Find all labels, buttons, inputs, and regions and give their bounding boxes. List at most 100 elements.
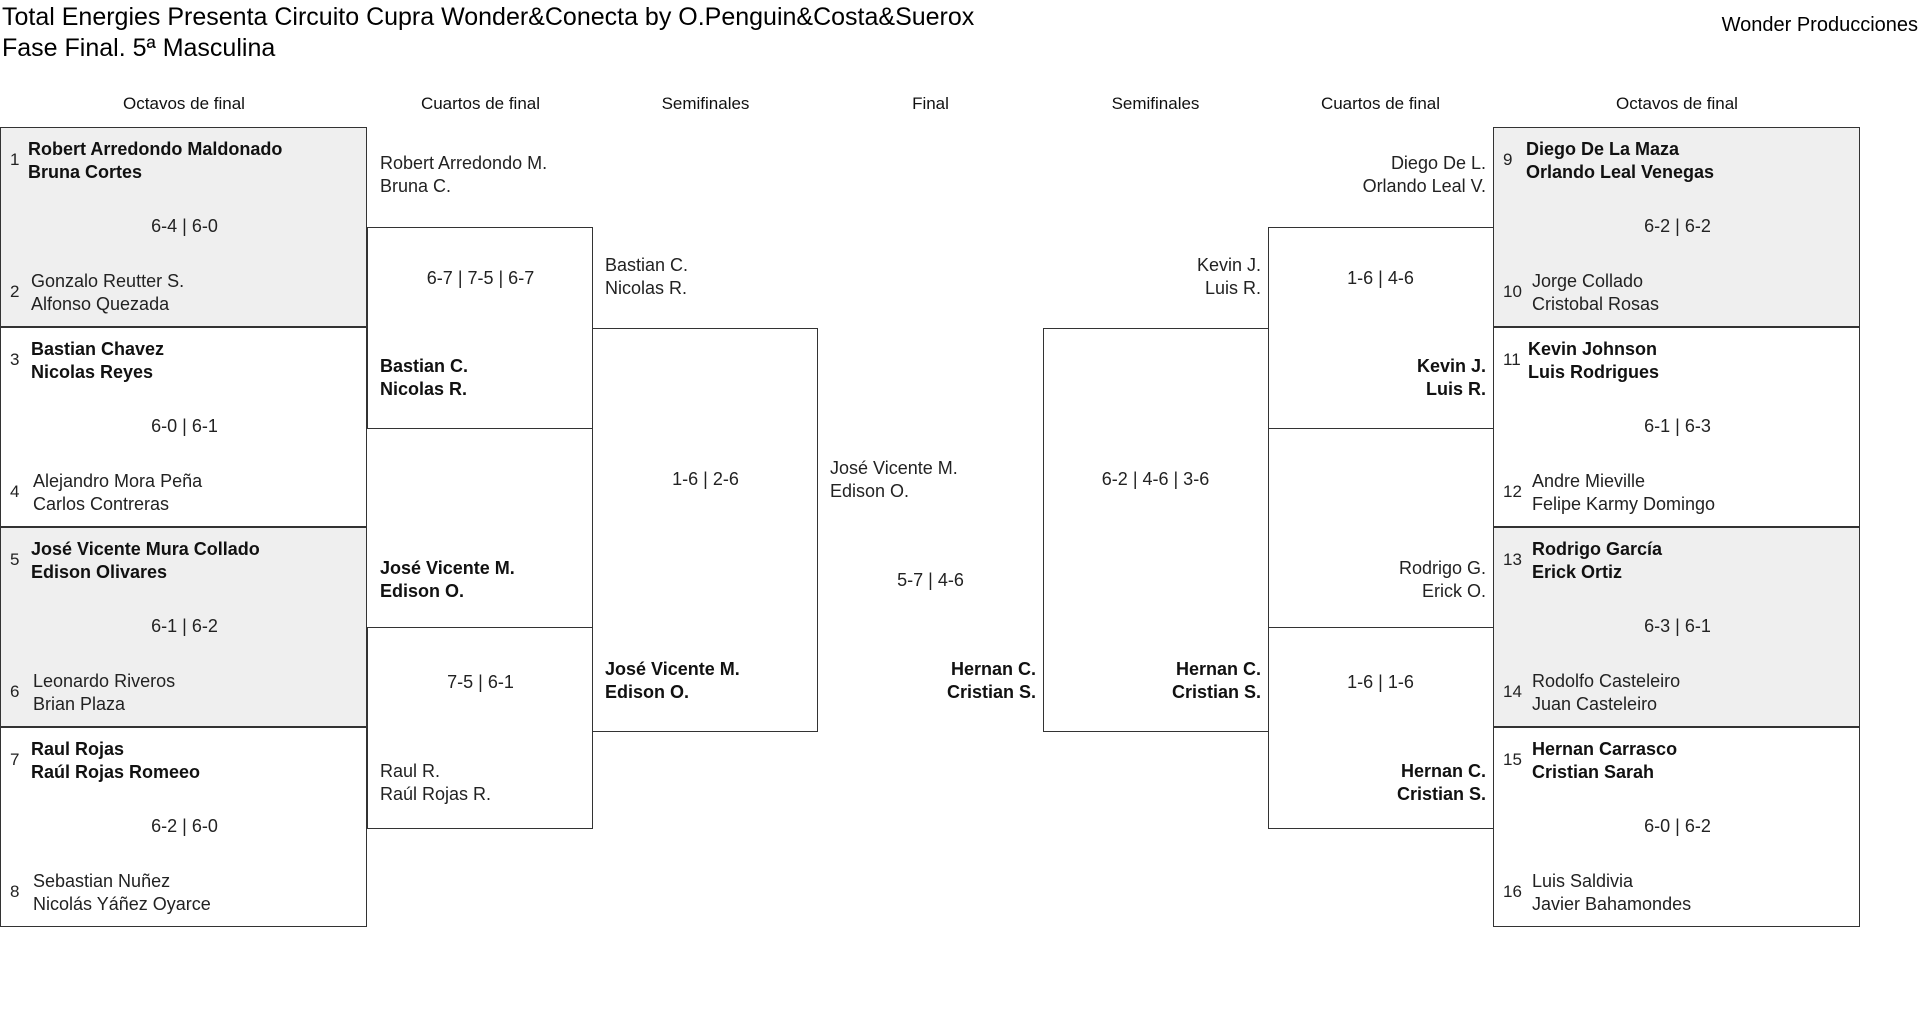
player-name: Rodrigo García bbox=[1532, 539, 1663, 559]
player-name: Alejandro Mora Peña bbox=[33, 471, 203, 491]
player-name: Juan Casteleiro bbox=[1532, 694, 1658, 714]
match-score: 6-7 | 7-5 | 6-7 bbox=[426, 268, 535, 288]
col-header-semis-right: Semifinales bbox=[1111, 94, 1200, 113]
seed-number: 2 bbox=[10, 282, 20, 301]
seed-number: 4 bbox=[10, 482, 20, 501]
player-name: Luis R. bbox=[1204, 278, 1261, 298]
player-name: José Vicente M. bbox=[380, 558, 515, 578]
player-name: Cristobal Rosas bbox=[1532, 294, 1660, 314]
col-header-semis-left: Semifinales bbox=[661, 94, 750, 113]
player-name: Raúl Rojas R. bbox=[380, 784, 492, 804]
seed-number: 11 bbox=[1503, 350, 1521, 369]
player-name: Edison Olivares bbox=[31, 562, 168, 582]
title-line-1: Total Energies Presenta Circuito Cupra W… bbox=[2, 3, 975, 31]
player-name: Bastian C. bbox=[605, 255, 689, 275]
col-header-cuartos-right: Cuartos de final bbox=[1320, 94, 1441, 113]
player-name: Nicolas R. bbox=[380, 379, 468, 399]
player-name: Nicolás Yáñez Oyarce bbox=[33, 894, 211, 914]
player-name: Cristian Sarah bbox=[1532, 762, 1655, 782]
player-name: Orlando Leal Venegas bbox=[1526, 162, 1715, 182]
player-name: Nicolas R. bbox=[605, 278, 688, 298]
player-name: Jorge Collado bbox=[1532, 271, 1644, 291]
player-name: Bruna C. bbox=[380, 176, 452, 196]
match-score: 6-2 | 6-0 bbox=[151, 816, 218, 836]
match-score: 6-0 | 6-2 bbox=[1644, 816, 1711, 836]
match-r16-right-1: 9 Diego De La Maza Orlando Leal Venegas … bbox=[1493, 127, 1860, 327]
match-score: 6-1 | 6-3 bbox=[1644, 416, 1711, 436]
player-name: Erick O. bbox=[1421, 581, 1486, 601]
seed-number: 16 bbox=[1503, 882, 1522, 901]
seed-number: 1 bbox=[10, 150, 20, 169]
player-name: Luis R. bbox=[1425, 379, 1486, 399]
player-name: Robert Arredondo M. bbox=[380, 153, 548, 173]
player-name: Sebastian Nuñez bbox=[33, 871, 171, 891]
seed-number: 7 bbox=[10, 750, 20, 769]
player-name: Bastian Chavez bbox=[31, 339, 165, 359]
match-r16-right-4: 15 Hernan Carrasco Cristian Sarah 6-0 | … bbox=[1493, 727, 1860, 927]
player-name: Raul Rojas bbox=[31, 739, 125, 759]
player-name: Cristian S. bbox=[1396, 784, 1486, 804]
match-score: 6-3 | 6-1 bbox=[1644, 616, 1711, 636]
player-name: Bruna Cortes bbox=[28, 162, 143, 182]
player-name: Rodolfo Casteleiro bbox=[1532, 671, 1681, 691]
match-score: 6-2 | 4-6 | 3-6 bbox=[1101, 469, 1210, 489]
player-name: Diego De L. bbox=[1390, 153, 1486, 173]
match-r16-left-3: 5 José Vicente Mura Collado Edison Oliva… bbox=[0, 527, 367, 727]
player-name: Carlos Contreras bbox=[33, 494, 170, 514]
player-name: Nicolas Reyes bbox=[31, 362, 154, 382]
organizer-label: Wonder Producciones bbox=[1721, 14, 1918, 36]
player-name: Kevin J. bbox=[1416, 356, 1486, 376]
page-title: Total Energies Presenta Circuito Cupra W… bbox=[2, 2, 974, 64]
col-header-final: Final bbox=[912, 94, 949, 113]
seed-number: 8 bbox=[10, 882, 20, 901]
player-name: Diego De La Maza bbox=[1526, 139, 1680, 159]
player-name: Hernan Carrasco bbox=[1532, 739, 1678, 759]
player-name: José Vicente M. bbox=[605, 659, 740, 679]
seed-number: 15 bbox=[1503, 750, 1522, 769]
player-name: Leonardo Riveros bbox=[33, 671, 176, 691]
player-name: Erick Ortiz bbox=[1532, 562, 1623, 582]
seed-number: 5 bbox=[10, 550, 20, 569]
seed-number: 14 bbox=[1503, 682, 1522, 701]
match-score: 1-6 | 4-6 bbox=[1347, 268, 1414, 288]
player-name: Hernan C. bbox=[1175, 659, 1261, 679]
seed-number: 9 bbox=[1503, 150, 1513, 169]
player-name: Edison O. bbox=[380, 581, 465, 601]
player-name: Brian Plaza bbox=[33, 694, 126, 714]
match-score: 5-7 | 4-6 bbox=[897, 570, 964, 590]
player-name: Orlando Leal V. bbox=[1362, 176, 1486, 196]
match-score: 6-4 | 6-0 bbox=[151, 216, 218, 236]
player-name: Alfonso Quezada bbox=[31, 294, 170, 314]
player-name: Javier Bahamondes bbox=[1532, 894, 1692, 914]
seed-number: 3 bbox=[10, 350, 20, 369]
match-score: 1-6 | 1-6 bbox=[1347, 672, 1414, 692]
player-name: Raúl Rojas Romeeo bbox=[31, 762, 201, 782]
match-r16-left-4: 7 Raul Rojas Raúl Rojas Romeeo 6-2 | 6-0… bbox=[0, 727, 367, 927]
match-score: 6-0 | 6-1 bbox=[151, 416, 218, 436]
player-name: Hernan C. bbox=[950, 659, 1036, 679]
title-line-2: Fase Final. 5ª Masculina bbox=[2, 34, 276, 62]
player-name: José Vicente Mura Collado bbox=[31, 539, 260, 559]
player-name: José Vicente M. bbox=[830, 458, 958, 478]
seed-number: 10 bbox=[1503, 282, 1522, 301]
player-name: Bastian C. bbox=[380, 356, 469, 376]
match-score: 1-6 | 2-6 bbox=[672, 469, 739, 489]
player-name: Cristian S. bbox=[1171, 682, 1261, 702]
col-header-octavos-right: Octavos de final bbox=[1616, 94, 1738, 113]
bracket-connector-sf-left bbox=[592, 328, 818, 732]
player-name: Rodrigo G. bbox=[1398, 558, 1486, 578]
seed-number: 13 bbox=[1503, 550, 1522, 569]
bracket-connector-sf-right bbox=[1043, 328, 1269, 732]
seed-number: 6 bbox=[10, 682, 20, 701]
player-name: Hernan C. bbox=[1400, 761, 1486, 781]
player-name: Andre Mieville bbox=[1532, 471, 1646, 491]
match-score: 6-2 | 6-2 bbox=[1644, 216, 1711, 236]
col-header-cuartos-left: Cuartos de final bbox=[420, 94, 541, 113]
player-name: Gonzalo Reutter S. bbox=[31, 271, 185, 291]
player-name: Raul R. bbox=[380, 761, 441, 781]
player-name: Edison O. bbox=[605, 682, 690, 702]
player-name: Kevin J. bbox=[1196, 255, 1261, 275]
player-name: Edison O. bbox=[830, 481, 910, 501]
player-name: Luis Rodrigues bbox=[1528, 362, 1660, 382]
match-score: 7-5 | 6-1 bbox=[447, 672, 514, 692]
